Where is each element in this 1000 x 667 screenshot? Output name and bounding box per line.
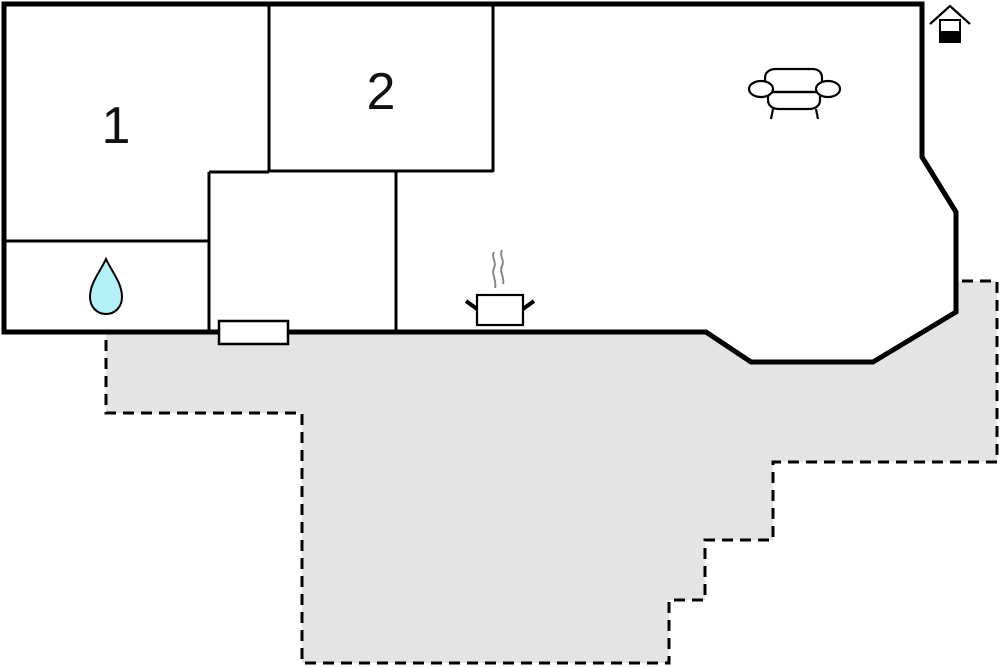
exterior-walls — [1, 1, 959, 365]
house: 1 2 — [1, 1, 959, 365]
room-label-2: 2 — [367, 63, 396, 121]
cooking-pot-icon — [464, 249, 536, 327]
room-label-1: 1 — [102, 97, 131, 155]
terrace-border — [104, 279, 999, 665]
terrace-area — [106, 281, 997, 663]
armchair-icon — [747, 67, 842, 120]
water-drop-icon — [88, 256, 124, 316]
interior-walls — [4, 4, 495, 332]
terrace — [104, 279, 999, 665]
house-entrance-icon — [929, 4, 971, 43]
entrance-door — [217, 319, 290, 346]
